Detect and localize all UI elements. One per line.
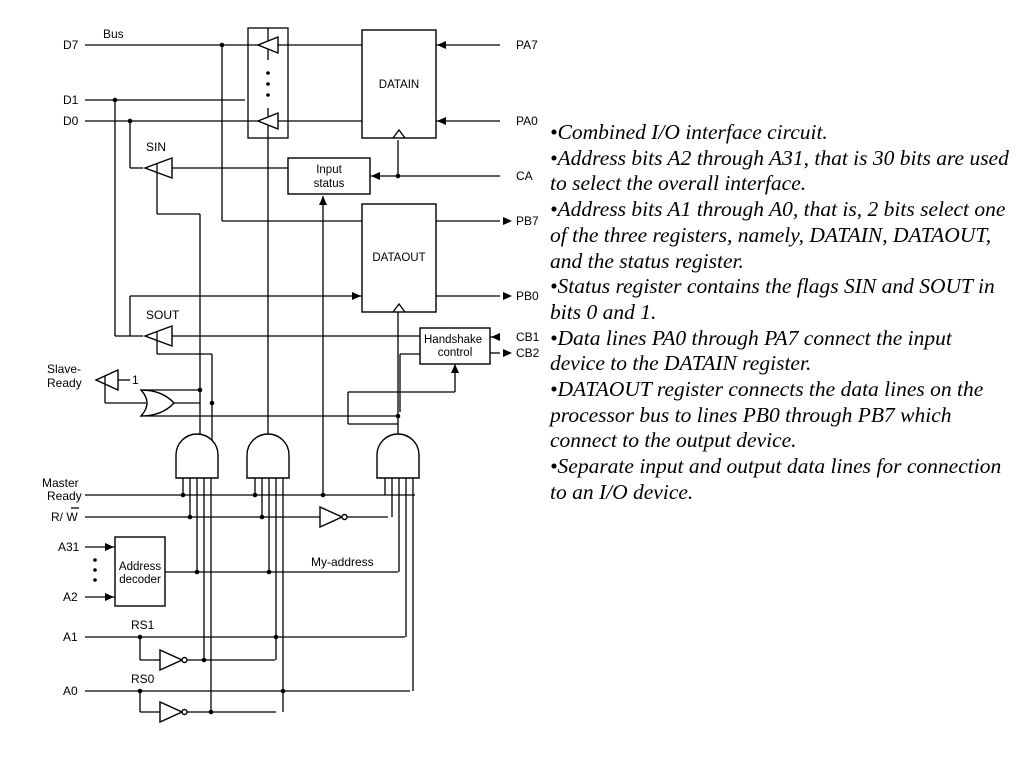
ca-label: CA [516,169,533,183]
address-decoder-label-1: Address [119,561,161,573]
handshake-control-block: Handshake control [419,327,491,365]
address-decoder-label-2: decoder [119,574,161,586]
bus-buffer-d7 [256,35,279,55]
cb2-label: CB2 [516,346,540,360]
signal-labels: Bus D7 D1 D0 SIN SOUT Slave- Ready 1 Mas… [42,27,540,698]
pa0-label: PA0 [516,114,538,128]
d0-label: D0 [63,114,79,128]
and-gate-2 [246,433,290,479]
datain-wiring [156,44,500,495]
slave-ready-label-1: Slave- [47,362,81,376]
pa7-label: PA7 [516,38,538,52]
a31-label: A31 [58,540,80,554]
rs1-inverter [159,648,188,672]
cb1-label: CB1 [516,330,540,344]
dataout-label: DATAOUT [372,252,425,264]
sin-label: SIN [146,140,166,154]
note-item: •Separate input and output data lines fo… [550,454,1002,504]
buffer-input-label: 1 [132,373,139,387]
d7-label: D7 [63,38,79,52]
or-gate [139,389,175,417]
note-item: •Address bits A1 through A0, that is, 2 … [550,197,1006,273]
slave-ready-buffer [94,368,119,392]
slave-ready-label-2: Ready [47,376,82,390]
master-ready-label-1: Master [42,476,79,490]
rw-label: R/ W [51,510,78,524]
tri-state-buffer-bank [247,27,362,442]
d1-label: D1 [63,93,79,107]
rs0-inverter [159,700,188,724]
note-item: •Address bits A2 through A31, that is 30… [550,145,1009,196]
bus-label: Bus [103,27,124,41]
dataout-wiring [156,220,500,442]
address-decoder-block: Address decoder [114,536,166,607]
and-gate-1 [175,433,219,479]
slave-ready-wiring [104,379,398,417]
input-status-label-1: Input [316,164,342,176]
junction-dots [93,42,401,715]
pb7-label: PB7 [516,214,539,228]
a2-label: A2 [63,590,78,604]
master-ready-label-2: Ready [47,489,82,503]
note-item: •DATAOUT register connects the data line… [550,377,984,453]
input-status-label-2: status [314,178,345,190]
sout-label: SOUT [146,308,180,322]
rs1-label: RS1 [131,618,155,632]
note-item: •Combined I/O interface circuit. [550,120,828,144]
bus-buffer-d0 [256,111,279,131]
buffer-dots [266,71,270,97]
sout-buffer [142,324,173,350]
and-gate-3 [376,433,420,479]
pb0-label: PB0 [516,289,539,303]
a0-label: A0 [63,684,78,698]
note-item: •Data lines PA0 through PA7 connect the … [550,325,952,376]
input-status-block: Input status [287,157,371,195]
handshake-label-1: Handshake [424,334,482,346]
dataout-register: DATAOUT [361,203,437,313]
datain-label: DATAIN [379,79,419,91]
arrowheads [105,41,512,601]
datain-register: DATAIN [361,29,437,139]
handshake-label-2: control [438,347,473,359]
rw-inverter [319,505,348,529]
my-address-label: My-address [311,555,374,569]
rs0-label: RS0 [131,672,155,686]
a1-label: A1 [63,630,78,644]
io-interface-circuit-diagram: DATAIN DATAOUT Input status Handshake co… [42,27,540,724]
note-item: •Status register contains the flags SIN … [550,274,995,324]
explanation-notes: •Combined I/O interface circuit. •Addres… [550,120,1012,506]
sin-buffer [142,156,173,182]
